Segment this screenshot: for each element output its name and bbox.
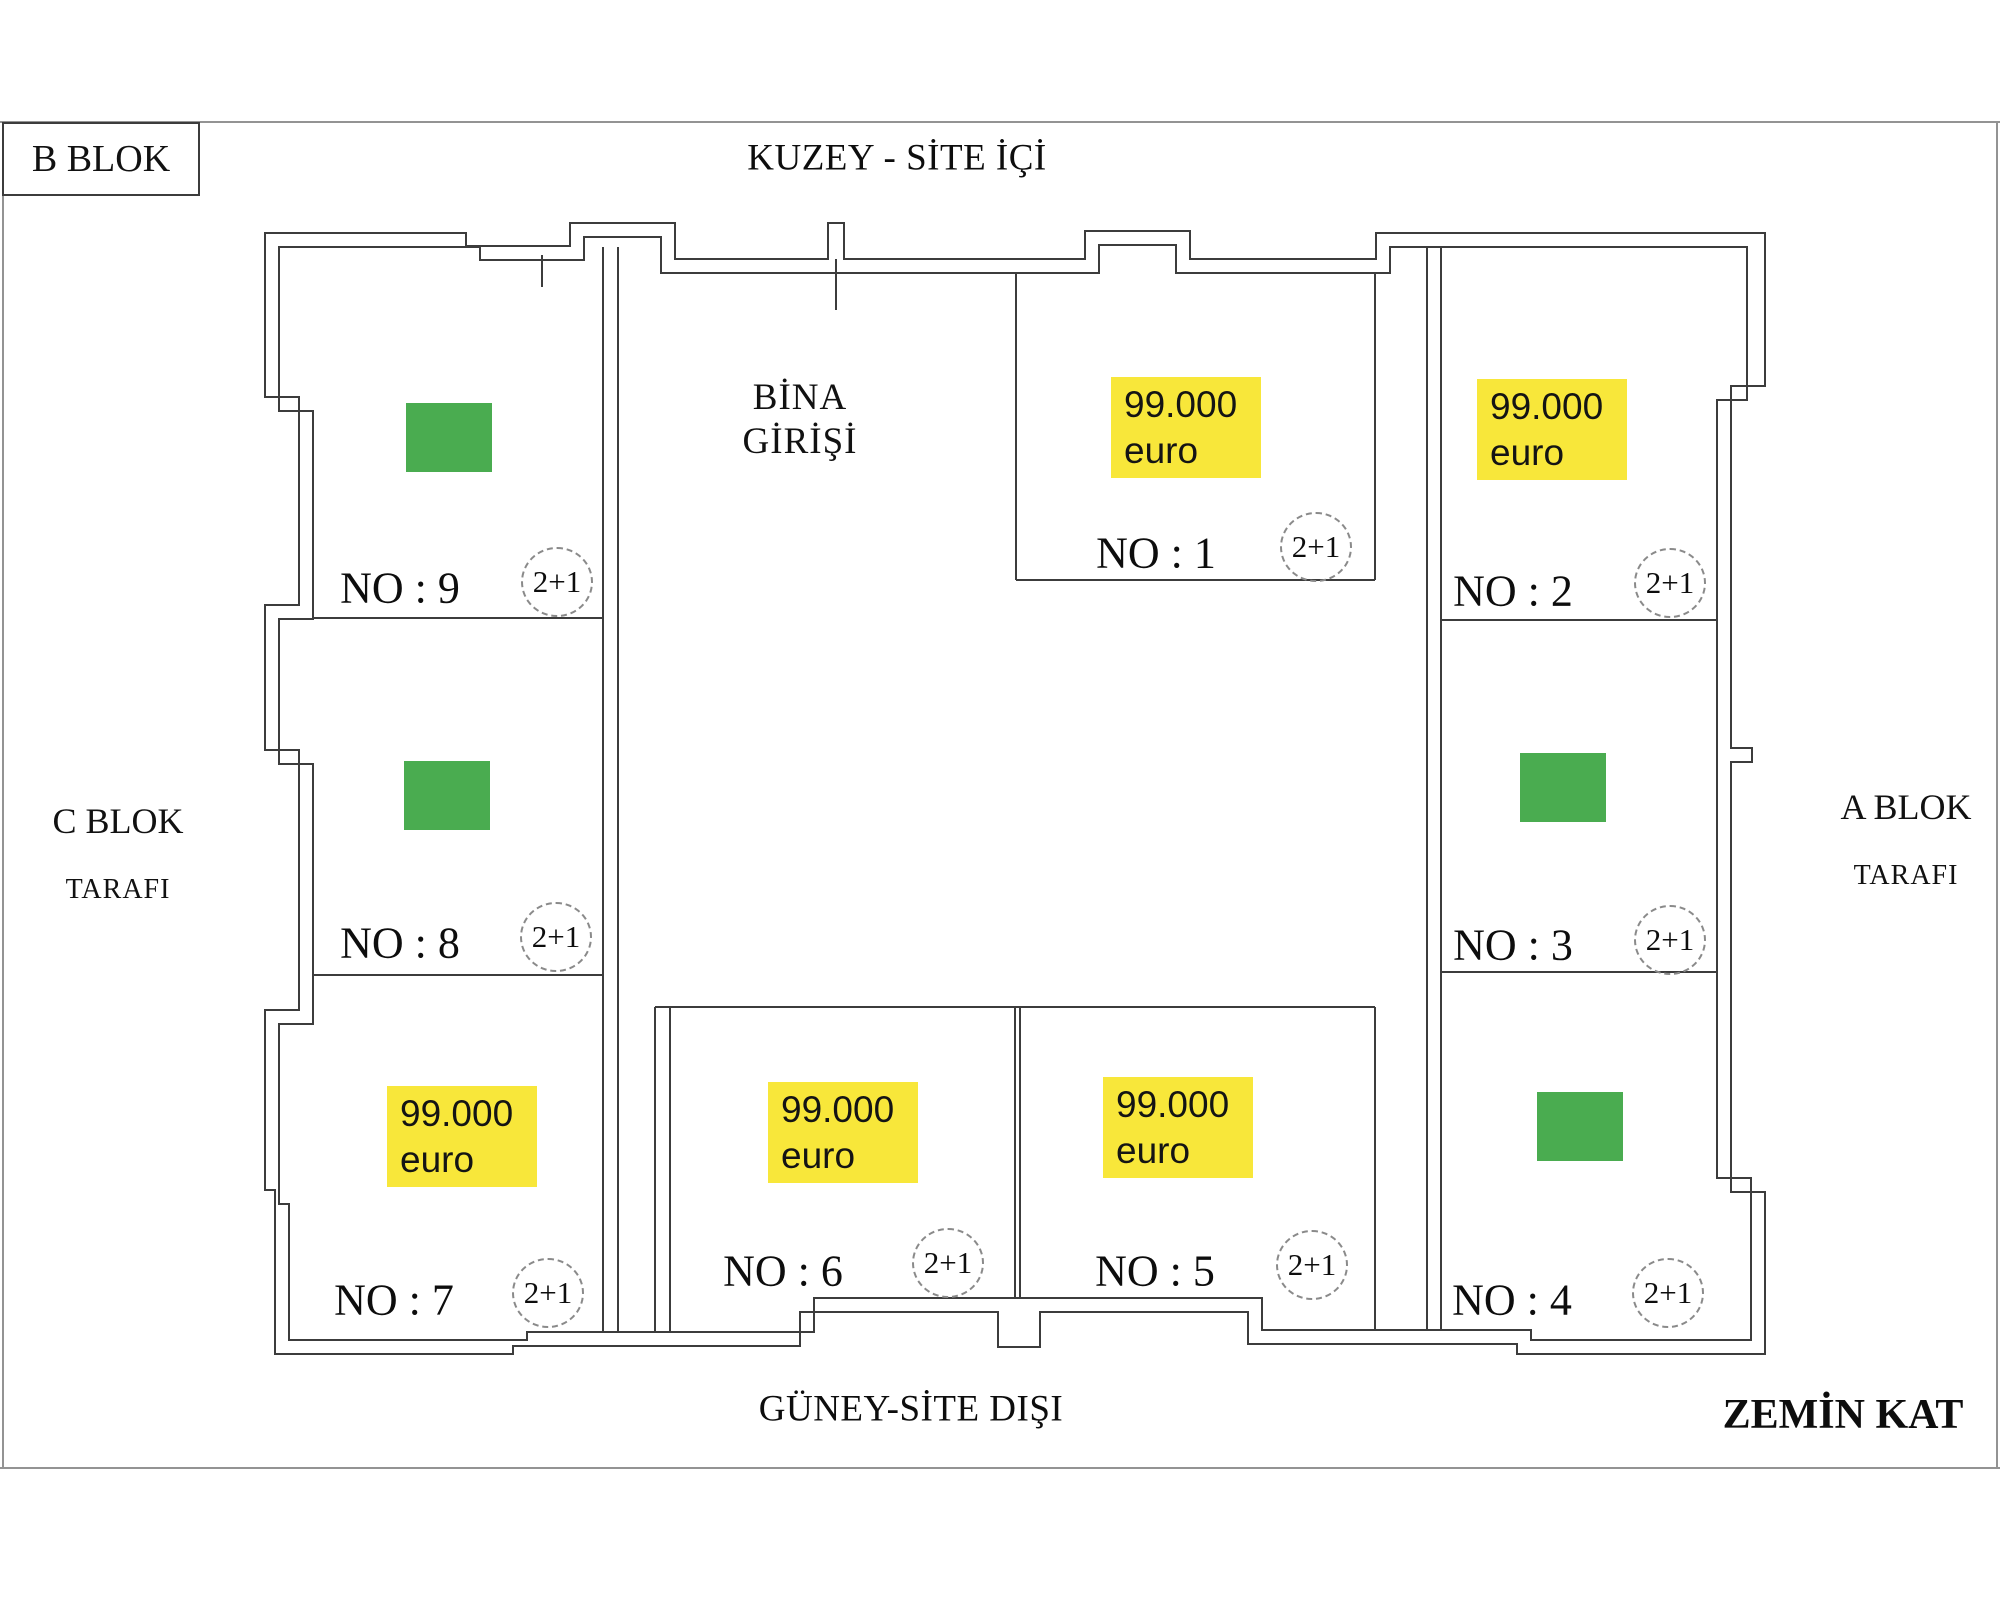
unit-2-price-tag: 99.000 euro <box>1477 379 1627 480</box>
west-side-label: C BLOK TARAFI <box>38 800 198 906</box>
unit-4-number-label: NO : 4 <box>1452 1275 1572 1325</box>
unit-2-room-type-badge: 2+1 <box>1634 548 1706 618</box>
price-currency: euro <box>1116 1129 1191 1171</box>
price-amount: 99.000 <box>400 1092 514 1134</box>
exterior-wall-outer-line <box>264 222 1766 1355</box>
price-currency: euro <box>781 1134 856 1176</box>
north-edge-label: KUZEY - SİTE İÇİ <box>747 137 1047 179</box>
unit-8-room-type-badge: 2+1 <box>520 902 592 972</box>
price-currency: euro <box>1490 431 1565 473</box>
unit-9-number-label: NO : 9 <box>340 563 460 613</box>
price-currency: euro <box>400 1138 475 1180</box>
b-blok-title-box: B BLOK <box>2 122 200 196</box>
unit-3-status-marker-green-square <box>1520 753 1606 822</box>
unit-4-status-marker-green-square <box>1537 1092 1623 1161</box>
east-side-label: A BLOK TARAFI <box>1826 786 1986 892</box>
unit-9-status-marker-green-square <box>406 403 492 472</box>
unit-7-number-label: NO : 7 <box>334 1275 454 1325</box>
c-blok-tarafi-label: TARAFI <box>65 874 171 905</box>
price-currency: euro <box>1124 429 1199 471</box>
price-amount: 99.000 <box>1116 1083 1230 1125</box>
unit-1-number-label: NO : 1 <box>1096 528 1216 578</box>
unit-7-price-tag: 99.000 euro <box>387 1086 537 1187</box>
unit-4-room-type-badge: 2+1 <box>1632 1258 1704 1328</box>
unit-8-status-marker-green-square <box>404 761 490 830</box>
price-amount: 99.000 <box>1490 385 1604 427</box>
unit-3-room-type-badge: 2+1 <box>1634 905 1706 975</box>
unit-7-room-type-badge: 2+1 <box>512 1258 584 1328</box>
unit-6-number-label: NO : 6 <box>723 1246 843 1296</box>
floor-level-label: ZEMİN KAT <box>1722 1392 1964 1438</box>
south-edge-label: GÜNEY-SİTE DIŞI <box>758 1388 1064 1430</box>
entrance-line2: GİRİŞİ <box>742 421 858 462</box>
a-blok-tarafi-label: TARAFI <box>1853 860 1959 891</box>
unit-5-price-tag: 99.000 euro <box>1103 1077 1253 1178</box>
entrance-line1: BİNA <box>752 377 848 418</box>
unit-5-room-type-badge: 2+1 <box>1276 1230 1348 1300</box>
unit-6-room-type-badge: 2+1 <box>912 1228 984 1298</box>
unit-9-room-type-badge: 2+1 <box>521 547 593 617</box>
unit-6-price-tag: 99.000 euro <box>768 1082 918 1183</box>
unit-1-price-tag: 99.000 euro <box>1111 377 1261 478</box>
page-frame <box>0 121 2000 1469</box>
unit-8-number-label: NO : 8 <box>340 918 460 968</box>
c-blok-label: C BLOK <box>52 801 184 841</box>
b-blok-label: B BLOK <box>31 138 171 180</box>
interior-walls <box>313 247 1717 1332</box>
unit-1-room-type-badge: 2+1 <box>1280 512 1352 582</box>
a-blok-label: A BLOK <box>1840 787 1972 827</box>
exterior-wall-inner-line <box>278 236 1752 1341</box>
building-entrance-label: BİNA GİRİŞİ <box>743 376 858 464</box>
unit-3-number-label: NO : 3 <box>1453 920 1573 970</box>
unit-2-number-label: NO : 2 <box>1453 566 1573 616</box>
price-amount: 99.000 <box>1124 383 1238 425</box>
price-amount: 99.000 <box>781 1088 895 1130</box>
unit-5-number-label: NO : 5 <box>1095 1246 1215 1296</box>
